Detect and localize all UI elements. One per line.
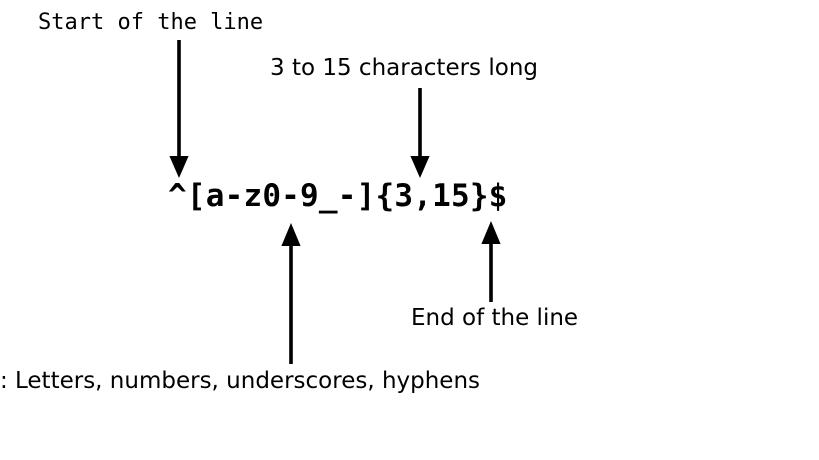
up-arrow-icon-charset [274, 222, 308, 364]
annotation-label-end-of-line: End of the line [411, 305, 579, 331]
annotation-label-start-of-line: Start of the line [38, 10, 264, 35]
down-arrow-icon-start-of-line [162, 40, 196, 180]
annotation-label-charset-clipped-prefix: : [0, 370, 8, 393]
annotation-label-length: 3 to 15 characters long [270, 55, 538, 81]
regex-pattern-text: ^[a-z0-9_-]{3,15}$ [168, 178, 508, 214]
up-arrow-icon-end-of-line [474, 220, 508, 302]
annotation-label-charset: Letters, numbers, underscores, hyphens [15, 368, 481, 394]
down-arrow-icon-length [403, 88, 437, 180]
